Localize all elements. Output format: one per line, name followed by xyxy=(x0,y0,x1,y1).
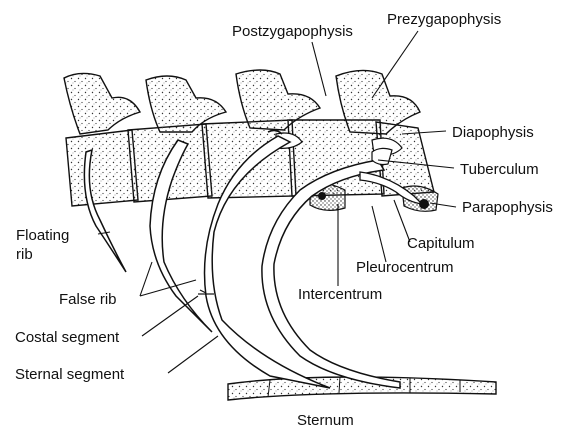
label-tuberculum: Tuberculum xyxy=(460,161,539,178)
label-diapophysis: Diapophysis xyxy=(452,124,534,141)
label-postzygapophysis: Postzygapophysis xyxy=(232,23,353,40)
label-sternum: Sternum xyxy=(297,412,354,429)
label-floating-rib-line1: Floating xyxy=(16,227,69,244)
label-prezygapophysis: Prezygapophysis xyxy=(387,11,501,28)
label-floating-rib-line2: rib xyxy=(16,246,33,263)
label-sternal-segment: Sternal segment xyxy=(15,366,124,383)
label-parapophysis: Parapophysis xyxy=(462,199,553,216)
label-false-rib: False rib xyxy=(59,291,117,308)
label-costal-segment: Costal segment xyxy=(15,329,119,346)
label-pleurocentrum: Pleurocentrum xyxy=(356,259,454,276)
label-intercentrum: Intercentrum xyxy=(298,286,382,303)
label-capitulum: Capitulum xyxy=(407,235,475,252)
parapophysis-facet xyxy=(419,199,429,209)
tuberculum-head xyxy=(372,148,392,164)
